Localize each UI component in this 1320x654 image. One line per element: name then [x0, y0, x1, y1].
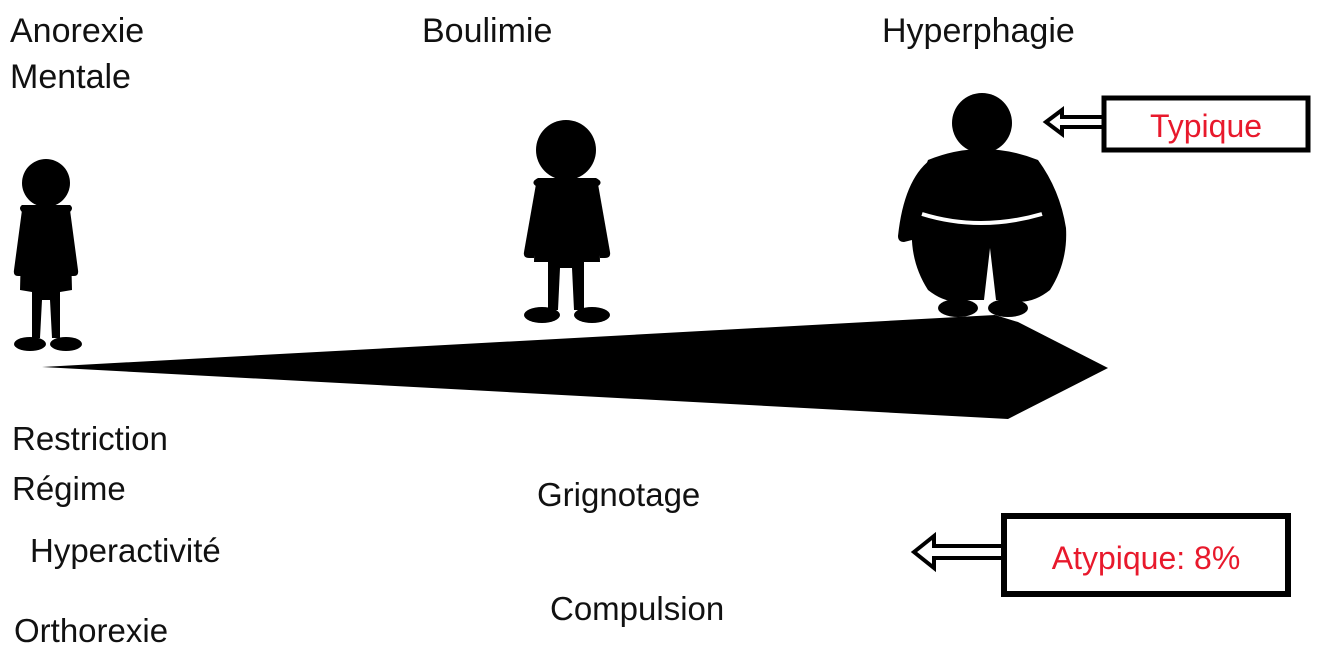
typique-callout: Typique [1042, 95, 1311, 153]
behavior-compulsion: Compulsion [550, 590, 725, 627]
typique-box [1101, 95, 1311, 153]
behavior-hyperactivite: Hyperactivité [30, 532, 221, 569]
behavior-grignotage: Grignotage [537, 476, 701, 513]
wedge-arrow-icon [42, 315, 1108, 419]
label-anorexie: Anorexie Mentale [10, 8, 144, 100]
atypique-callout: Atypique: 8% [910, 513, 1291, 597]
label-hyperphagie: Hyperphagie [882, 12, 1075, 50]
label-boulimie: Boulimie [422, 12, 553, 50]
hollow-arrow-icon [1042, 106, 1106, 138]
atypique-box [1001, 513, 1291, 597]
label-anorexie-line1: Anorexie [10, 12, 145, 50]
behavior-regime: Régime [12, 470, 126, 507]
thin-person-icon [13, 159, 82, 351]
typique-label: Typique [1150, 108, 1262, 144]
behavior-orthorexie: Orthorexie [14, 612, 169, 649]
medium-person-icon [523, 120, 611, 323]
hollow-arrow-icon [910, 531, 1006, 573]
obese-person-icon [898, 93, 1067, 317]
label-anorexie-line2: Mentale [10, 58, 131, 96]
atypique-label: Atypique: 8% [1052, 540, 1241, 576]
behavior-restriction: Restriction [12, 420, 168, 457]
